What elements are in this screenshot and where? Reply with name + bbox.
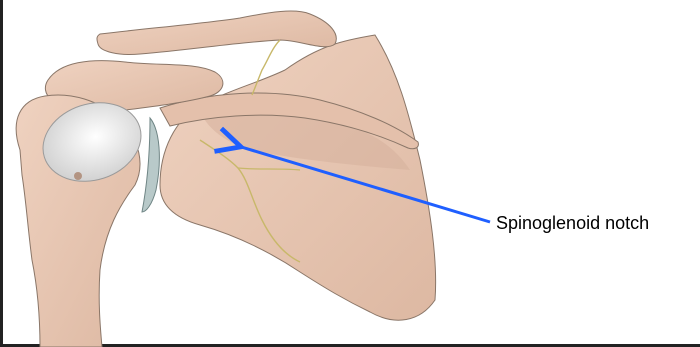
tuberosity-mark (74, 172, 82, 180)
callout-label: Spinoglenoid notch (496, 212, 649, 234)
clavicle (97, 11, 336, 54)
glenoid-rim (142, 118, 159, 212)
